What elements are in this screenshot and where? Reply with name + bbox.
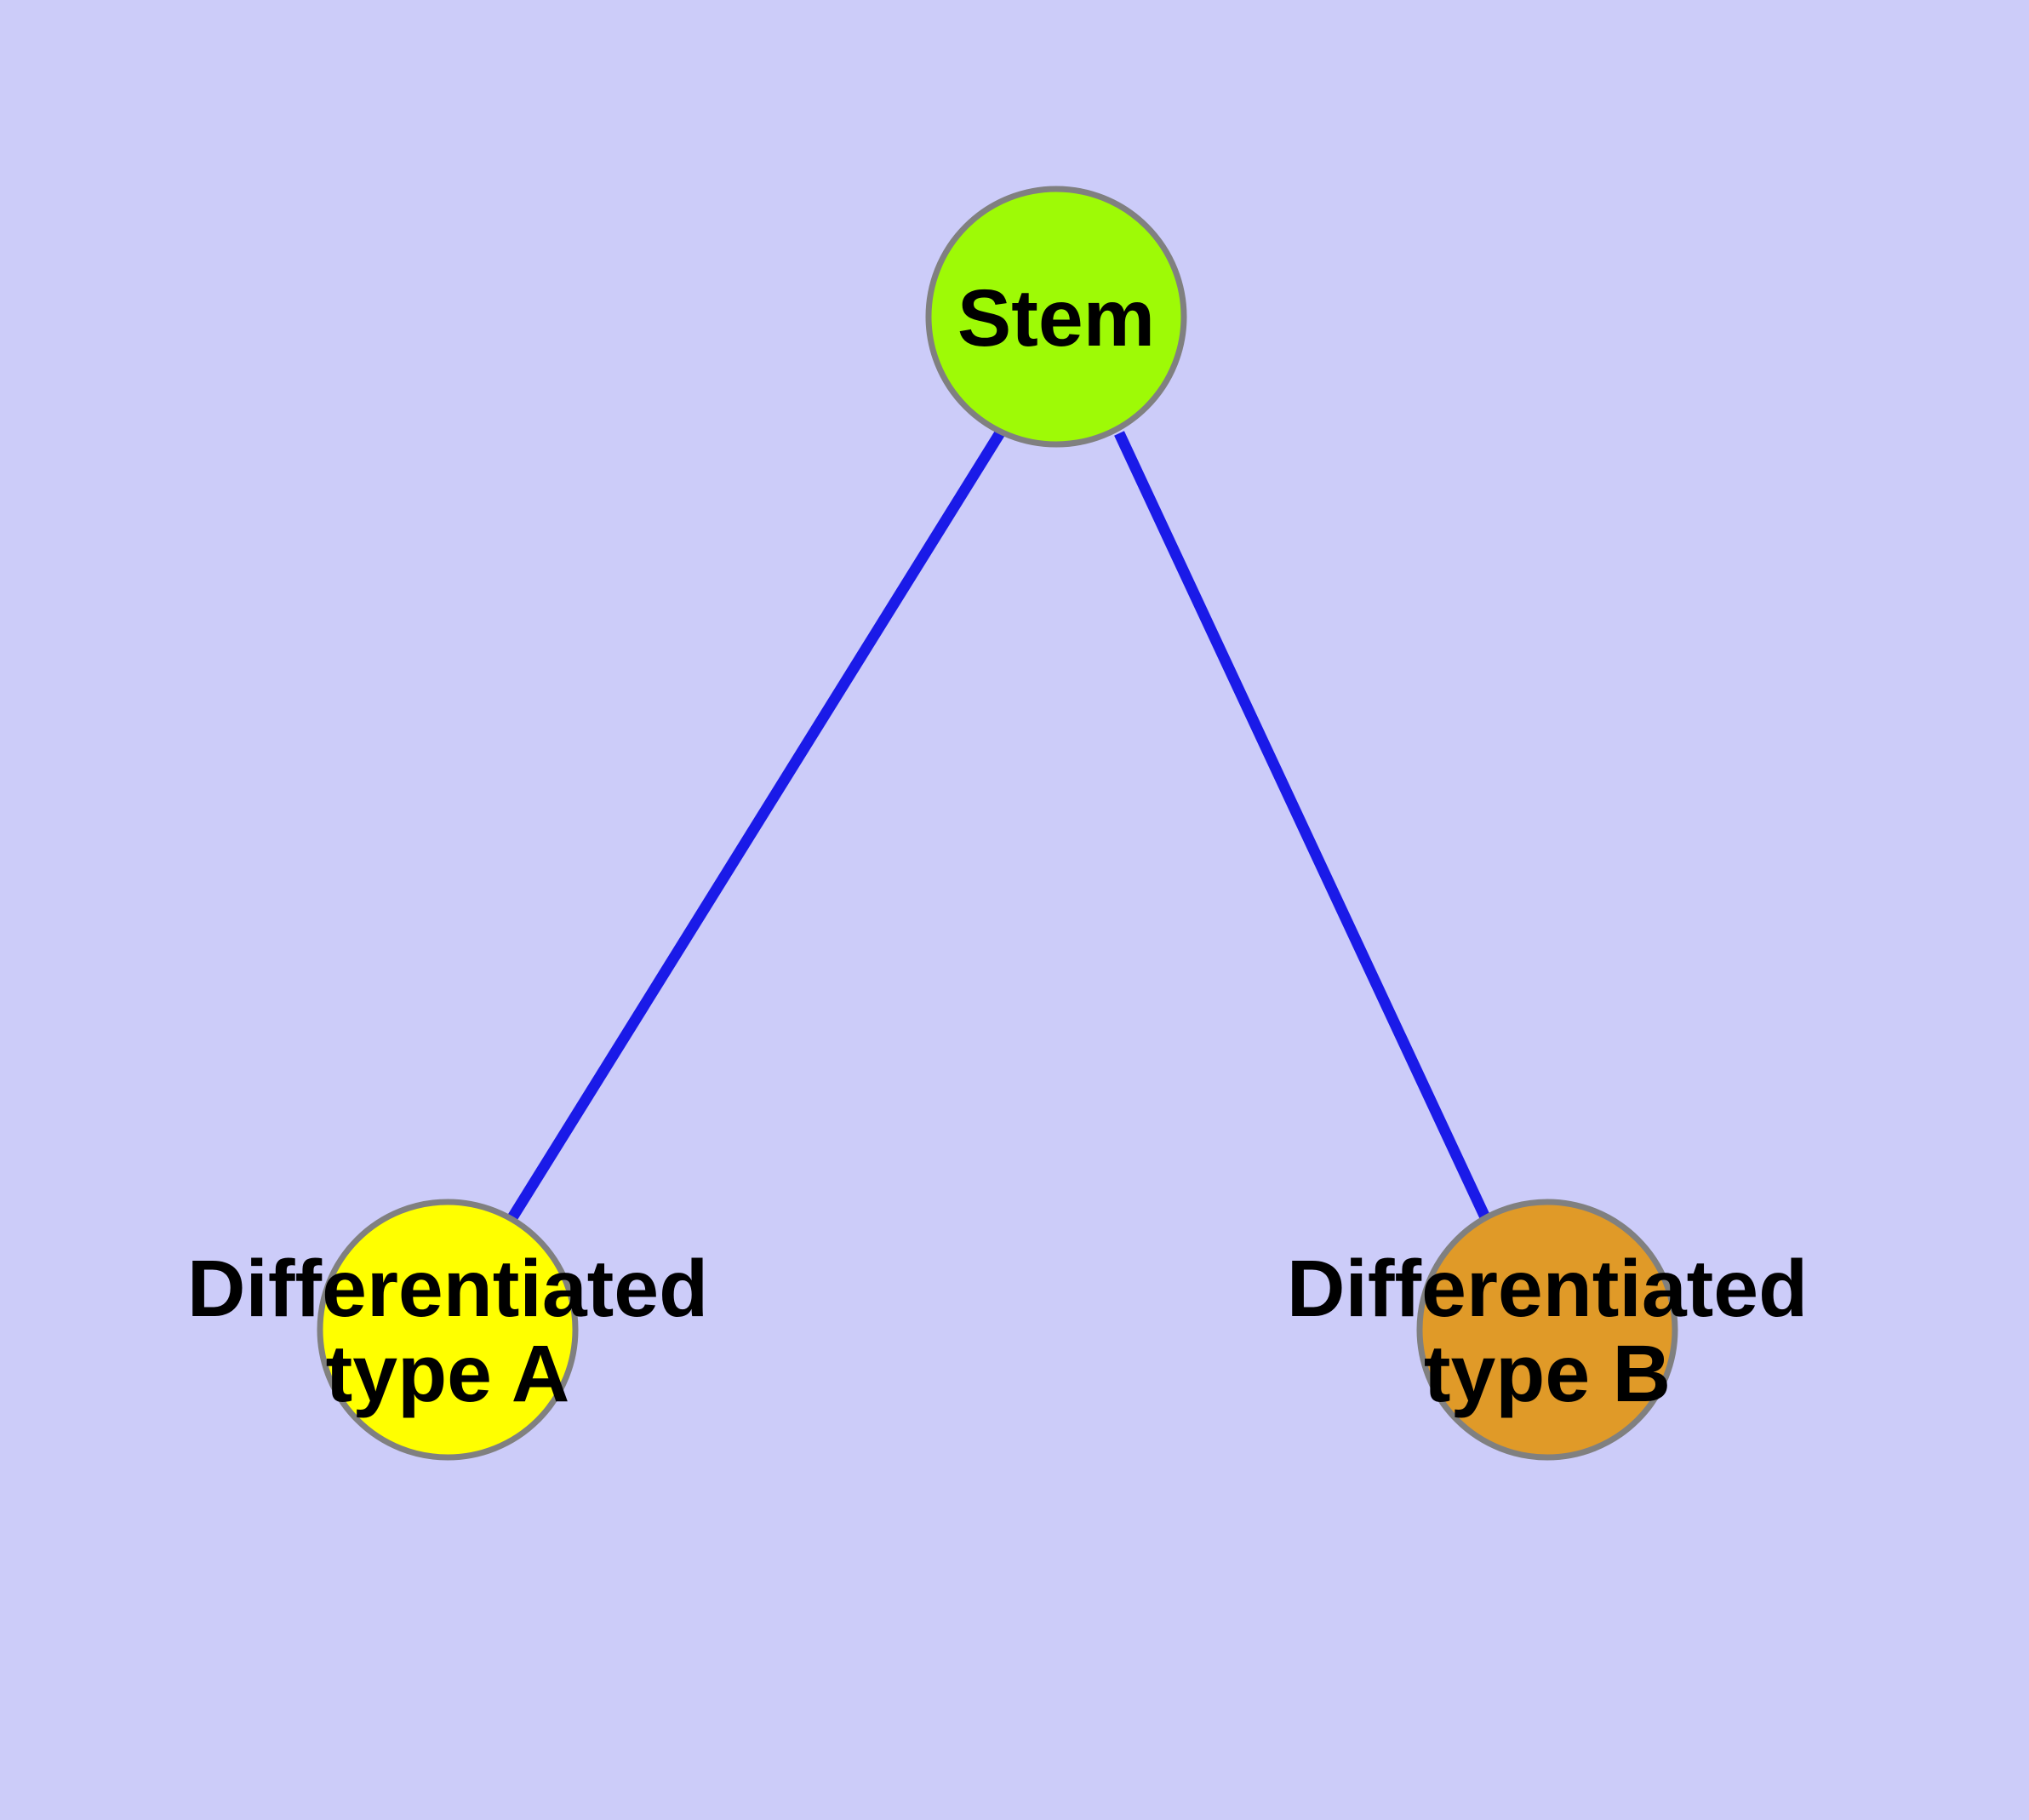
- graph-node-diff_a[interactable]: [317, 1199, 579, 1461]
- node-label-line: Stem: [957, 273, 1155, 363]
- nodes-group: [317, 186, 1678, 1461]
- node-label-line: Differentiated: [1287, 1244, 1808, 1334]
- node-label-stem: Stem: [957, 273, 1155, 363]
- graph-node-diff_b[interactable]: [1416, 1199, 1678, 1461]
- graph-node-stem[interactable]: [925, 186, 1187, 448]
- node-label-line: type A: [326, 1329, 570, 1419]
- node-label-line: Differentiated: [187, 1244, 708, 1334]
- graph-edge-stem-to-diff_a[interactable]: [506, 428, 1006, 1222]
- edges-group: [506, 428, 1490, 1222]
- graph-edge-stem-to-diff_b[interactable]: [1114, 431, 1490, 1220]
- node-label-line: type B: [1424, 1329, 1671, 1419]
